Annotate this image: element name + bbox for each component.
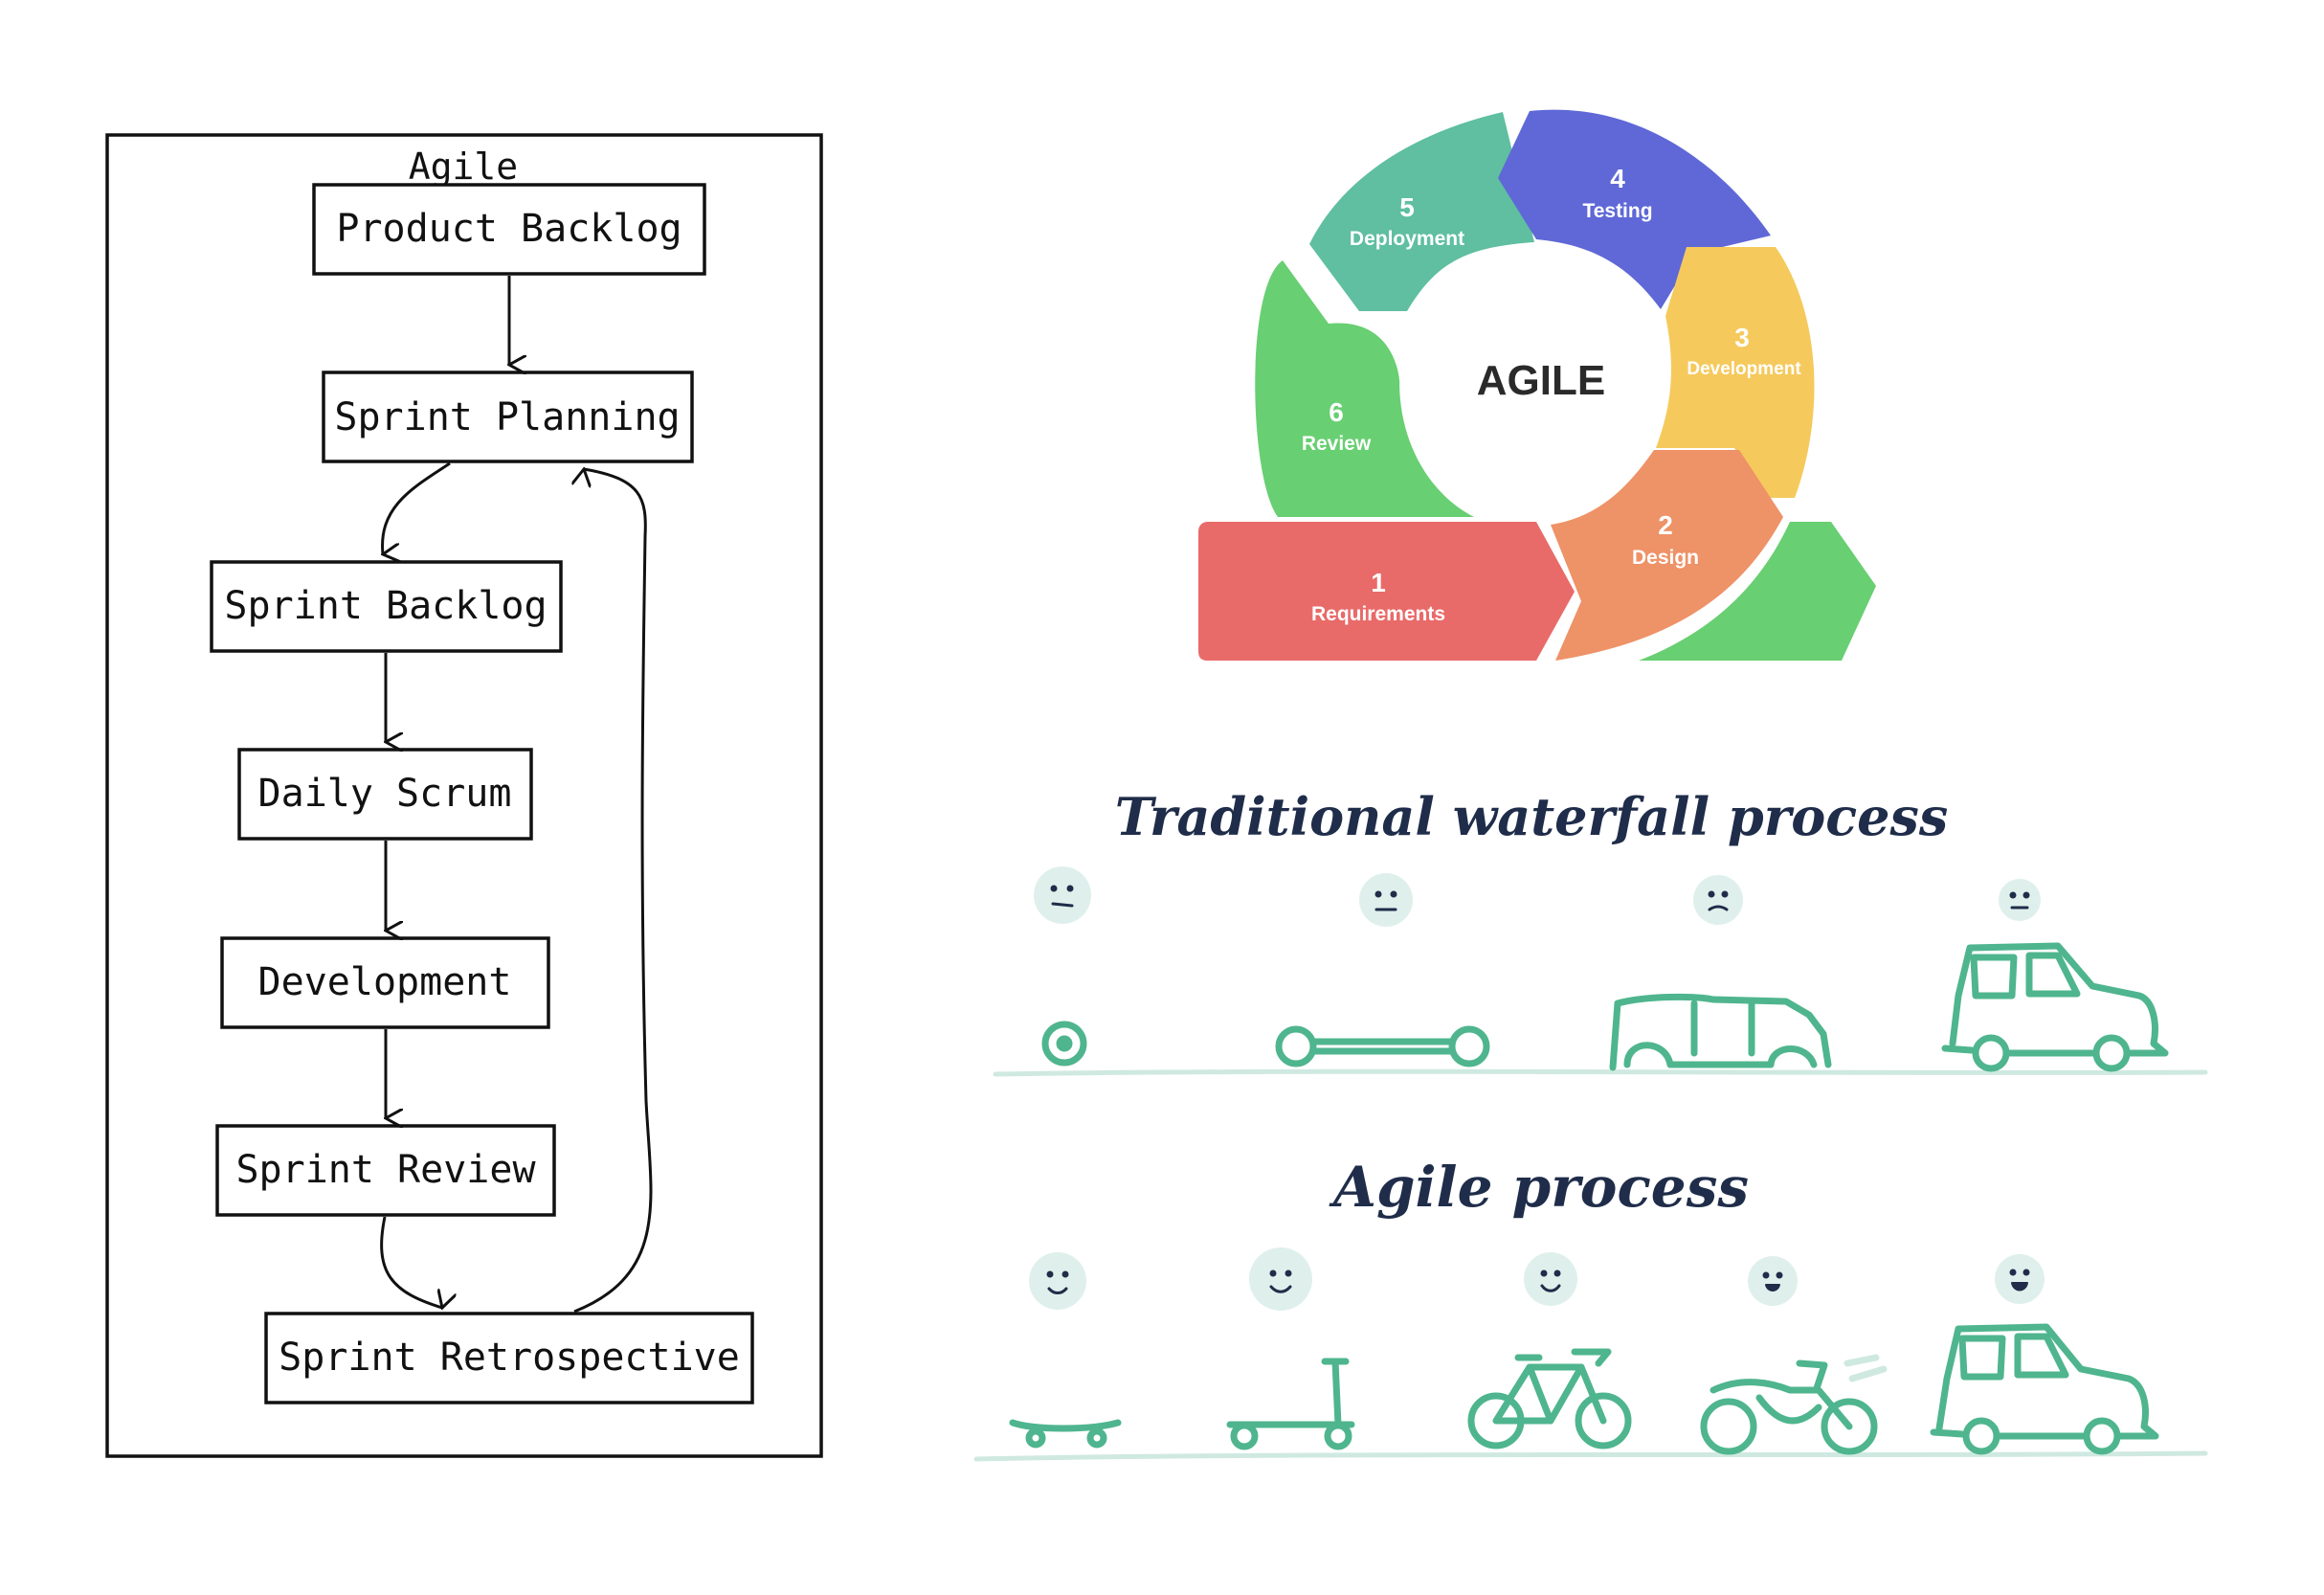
arrow-review-to-retrospective — [380, 1216, 442, 1308]
waterfall-face-3 — [1693, 875, 1743, 925]
cycle-center-label: AGILE — [1477, 357, 1605, 404]
segment-number: 1 — [1371, 568, 1386, 597]
process-comparison: Traditional waterfall process — [973, 786, 2208, 1462]
step-label: Development — [258, 960, 512, 1004]
segment-number: 4 — [1610, 164, 1625, 193]
waterfall-face-4 — [1999, 879, 2041, 921]
scooter-icon — [1226, 1358, 1355, 1450]
arrow-planning-to-sprint-backlog — [383, 461, 451, 554]
waterfall-face-2 — [1359, 873, 1413, 927]
segment-label: Review — [1302, 433, 1372, 455]
segment-number: 3 — [1734, 323, 1750, 352]
waterfall-face-1 — [1034, 866, 1091, 924]
step-label: Daily Scrum — [258, 772, 512, 816]
step-label: Sprint Review — [235, 1148, 536, 1192]
segment-deployment — [1309, 112, 1534, 311]
step-sprint-review: Sprint Review — [215, 1124, 556, 1217]
segment-number: 5 — [1399, 192, 1415, 222]
arrow-retrospective-to-planning — [574, 469, 653, 1314]
step-daily-scrum: Daily Scrum — [237, 748, 533, 841]
segment-development — [1656, 247, 1815, 498]
segment-review — [1255, 260, 1474, 517]
flowchart-frame — [105, 133, 823, 1458]
agile-face-4 — [1748, 1256, 1798, 1306]
waterfall-title: Traditional waterfall process — [1115, 786, 1949, 847]
waterfall-ground-line — [993, 1068, 2208, 1077]
cycle-center — [1417, 254, 1665, 503]
segment-label: Design — [1632, 547, 1699, 569]
segment-testing — [1498, 109, 1771, 310]
step-product-backlog: Product Backlog — [312, 183, 706, 276]
agile-flowchart: Agile Product Backlog Sprint Planning Sp… — [105, 133, 823, 1458]
agile-face-3 — [1524, 1252, 1577, 1306]
agile-ground-line — [973, 1450, 2208, 1462]
segment-label: Deployment — [1350, 228, 1464, 250]
agile-title: Agile process — [1329, 1155, 1749, 1220]
chassis-icon — [1275, 1025, 1490, 1067]
step-sprint-retrospective: Sprint Retrospective — [264, 1312, 754, 1404]
step-label: Product Backlog — [336, 207, 682, 251]
step-label: Sprint Backlog — [224, 584, 547, 628]
skateboard-icon — [1009, 1419, 1122, 1449]
segment-design — [1551, 450, 1783, 661]
agile-face-2 — [1249, 1247, 1312, 1311]
wheel-icon — [1041, 1021, 1087, 1067]
car-icon — [1930, 1323, 2159, 1455]
car-body-icon — [1609, 993, 1832, 1071]
motorcycle-icon — [1700, 1354, 1888, 1455]
flowchart-title: Agile — [409, 146, 518, 188]
segment-label: Requirements — [1311, 603, 1445, 625]
car-icon — [1941, 942, 2169, 1072]
agile-face-1 — [1029, 1252, 1086, 1310]
segment-number: 2 — [1658, 510, 1673, 540]
step-label: Sprint Retrospective — [279, 1336, 740, 1380]
step-label: Sprint Planning — [334, 395, 680, 439]
segment-requirements — [1198, 522, 1575, 661]
segment-review-tail — [1639, 522, 1876, 661]
step-sprint-planning: Sprint Planning — [322, 371, 694, 463]
segment-label: Testing — [1582, 200, 1652, 222]
agile-face-5 — [1995, 1254, 2045, 1304]
segment-number: 6 — [1329, 397, 1344, 427]
agile-cycle-diagram: AGILE 1 Requirements 2 Design 3 Developm… — [1198, 109, 1876, 661]
segment-label: Development — [1687, 359, 1801, 379]
step-sprint-backlog: Sprint Backlog — [210, 560, 563, 653]
bicycle-icon — [1467, 1348, 1632, 1449]
step-development: Development — [220, 936, 550, 1029]
